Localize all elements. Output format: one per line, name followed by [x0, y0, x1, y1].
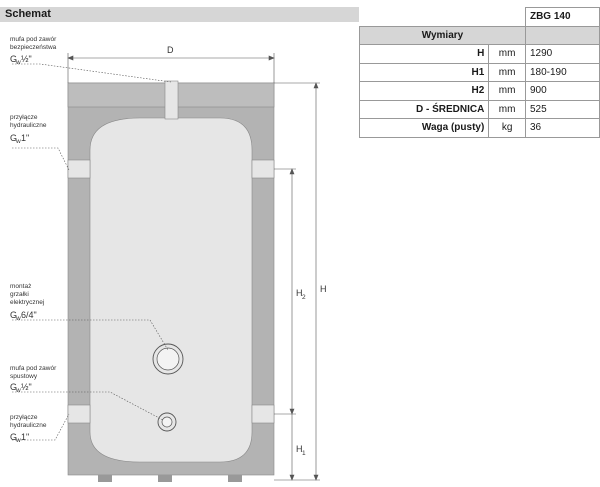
bottom-hydraulic-g: G	[10, 432, 17, 442]
table-row: H mm 1290	[358, 44, 600, 64]
drain-socket-label-2: spustowy	[10, 373, 38, 380]
safety-socket-label-1: mufa pod zawór	[10, 36, 57, 43]
row-name: H	[358, 44, 490, 64]
bottom-hydraulic-label-2: hydrauliczne	[10, 422, 47, 429]
row-unit: mm	[488, 81, 526, 101]
leader-lines	[12, 63, 172, 441]
right-top-connection	[251, 159, 275, 179]
row-value: 1290	[524, 44, 600, 64]
heater-label-1: montaż	[10, 283, 31, 290]
bottom-hydraulic-label-1: przyłącze	[10, 414, 38, 421]
safety-socket-g: G	[10, 54, 17, 64]
heater-label-2: grzałki	[10, 291, 29, 298]
row-unit: kg	[488, 118, 526, 138]
drain-socket-w: w	[15, 387, 21, 394]
tank-inner-vessel	[89, 117, 253, 463]
dim-H2-label: H	[296, 288, 303, 298]
dimension-H2	[274, 168, 296, 415]
section-header: Wymiary	[359, 25, 526, 45]
dimension-D	[67, 53, 275, 83]
left-top-connection	[67, 159, 91, 179]
row-value: 525	[524, 99, 600, 119]
heater-g: G	[10, 310, 17, 320]
row-name: Waga (pusty)	[358, 118, 490, 138]
top-hydraulic-size: 1"	[21, 133, 29, 143]
top-safety-pipe	[164, 80, 179, 120]
table-row: D - ŚREDNICA mm 525	[358, 99, 600, 119]
dim-H-label: H	[320, 284, 327, 294]
row-value: 36	[524, 118, 600, 138]
heater-w: w	[15, 315, 21, 322]
dimension-H1	[289, 414, 295, 481]
dim-H2-sub: 2	[302, 294, 306, 301]
dimension-H	[274, 82, 320, 481]
dim-H1-sub: 1	[302, 450, 306, 457]
safety-socket-w: w	[15, 59, 21, 66]
heater-flange-inner	[156, 347, 180, 371]
drain-socket-inner	[161, 416, 173, 428]
row-value: 900	[524, 81, 600, 101]
top-hydraulic-label-1: przyłącze	[10, 114, 38, 121]
section-header-right	[524, 25, 600, 45]
dim-H1-label: H	[296, 444, 303, 454]
heater-label-3: elektrycznej	[10, 299, 44, 306]
model-cell: ZBG 140	[524, 7, 600, 27]
table-row: H2 mm 900	[358, 81, 600, 101]
row-value: 180-190	[524, 62, 600, 82]
row-unit: mm	[488, 99, 526, 119]
row-name: H2	[358, 81, 490, 101]
drain-socket-g: G	[10, 382, 17, 392]
foot-center	[158, 475, 172, 482]
heater-size: 6/4"	[21, 310, 37, 320]
safety-socket-size: ½"	[21, 54, 32, 64]
bottom-hydraulic-size: 1"	[21, 432, 29, 442]
row-name: D - ŚREDNICA	[358, 99, 490, 119]
table-blank	[360, 8, 526, 27]
drain-socket-size: ½"	[21, 382, 32, 392]
foot-right	[228, 475, 242, 482]
dimensions-table: ZBG 140 Wymiary H mm 1290 H1 mm 180-190 …	[358, 7, 600, 138]
row-unit: mm	[488, 44, 526, 64]
right-bottom-connection	[251, 404, 275, 424]
top-hydraulic-g: G	[10, 133, 17, 143]
top-hydraulic-w: w	[15, 138, 21, 145]
bottom-hydraulic-w: w	[15, 437, 21, 444]
drain-socket-label-1: mufa pod zawór	[10, 365, 57, 372]
foot-left	[98, 475, 112, 482]
safety-socket-label-2: bezpieczeństwa	[10, 44, 57, 51]
dim-D-label: D	[167, 45, 174, 55]
table-row: Waga (pusty) kg 36	[358, 118, 600, 138]
schemat-header: Schemat	[0, 7, 359, 22]
row-name: H1	[358, 62, 490, 82]
top-hydraulic-label-2: hydrauliczne	[10, 122, 47, 129]
row-unit: mm	[488, 62, 526, 82]
table-row: H1 mm 180-190	[358, 62, 600, 82]
left-bottom-connection	[67, 404, 91, 424]
schemat-title: Schemat	[5, 8, 51, 20]
